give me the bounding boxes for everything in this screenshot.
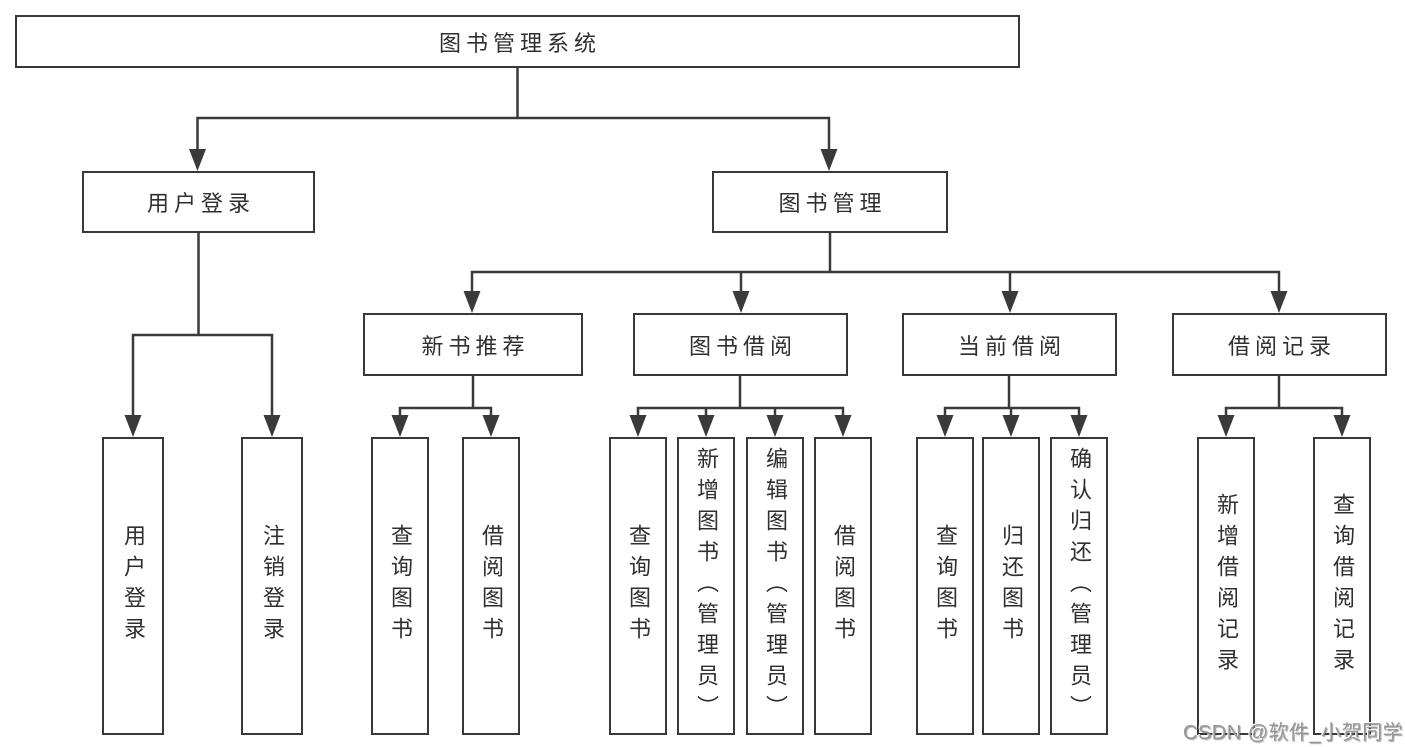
node-label: 图书借阅	[688, 333, 797, 359]
edge-newbook-to-leaves	[391, 376, 500, 437]
leaf-query-books-current: 查询图书	[916, 437, 974, 735]
node-label: 当前借阅	[957, 333, 1066, 359]
node-borrowing-records: 借阅记录	[1172, 313, 1387, 376]
node-label: 新增借阅记录	[1214, 493, 1239, 679]
node-label: 借阅记录	[1227, 333, 1336, 359]
edge-root-to-level2	[189, 68, 838, 171]
leaf-logout: 注销登录	[241, 437, 303, 735]
node-label: 查询借阅记录	[1330, 493, 1355, 679]
leaf-query-books-borrowing: 查询图书	[609, 437, 667, 735]
leaf-add-book-admin: 新增图书（管理员）	[677, 437, 735, 735]
node-label: 用户登录	[121, 524, 146, 648]
node-label: 归还图书	[999, 524, 1024, 648]
leaf-add-borrow-record: 新增借阅记录	[1197, 437, 1255, 735]
node-library-management-system: 图书管理系统	[15, 15, 1020, 68]
node-label: 新增图书（管理员）	[694, 446, 719, 726]
node-current-borrowing: 当前借阅	[902, 313, 1117, 376]
node-label: 注销登录	[260, 524, 285, 648]
node-book-borrowing: 图书借阅	[633, 313, 848, 376]
node-book-management: 图书管理	[712, 171, 948, 233]
node-new-book-recommendation: 新书推荐	[363, 313, 583, 376]
node-label: 查询图书	[933, 524, 958, 648]
leaf-query-borrow-record: 查询借阅记录	[1313, 437, 1371, 735]
leaf-query-books-recommend: 查询图书	[371, 437, 429, 735]
leaf-borrow-books-recommend: 借阅图书	[462, 437, 520, 735]
node-label: 新书推荐	[421, 333, 530, 359]
node-label: 图书管理系统	[438, 30, 601, 56]
edge-userlogin-to-leaves	[124, 233, 281, 437]
node-label: 用户登录	[146, 191, 255, 216]
edge-borrow-to-leaves	[629, 376, 852, 437]
node-label: 借阅图书	[831, 524, 856, 648]
edge-records-to-leaves	[1217, 376, 1351, 437]
leaf-confirm-return-admin: 确认归还（管理员）	[1050, 437, 1108, 735]
edge-mgmt-to-level3	[463, 233, 1288, 313]
leaf-borrow-books: 借阅图书	[814, 437, 872, 735]
leaf-user-login: 用户登录	[102, 437, 164, 735]
node-label: 查询图书	[388, 524, 413, 648]
node-label: 确认归还（管理员）	[1067, 446, 1092, 726]
node-label: 借阅图书	[479, 524, 504, 648]
leaf-edit-book-admin: 编辑图书（管理员）	[746, 437, 804, 735]
node-user-login: 用户登录	[82, 171, 315, 233]
node-label: 编辑图书（管理员）	[763, 446, 788, 726]
node-label: 查询图书	[626, 524, 651, 648]
edge-current-to-leaves	[936, 376, 1088, 437]
csdn-watermark: CSDN @软件_小贺同学	[1183, 722, 1404, 744]
node-label: 图书管理	[778, 191, 887, 216]
leaf-return-book: 归还图书	[982, 437, 1040, 735]
